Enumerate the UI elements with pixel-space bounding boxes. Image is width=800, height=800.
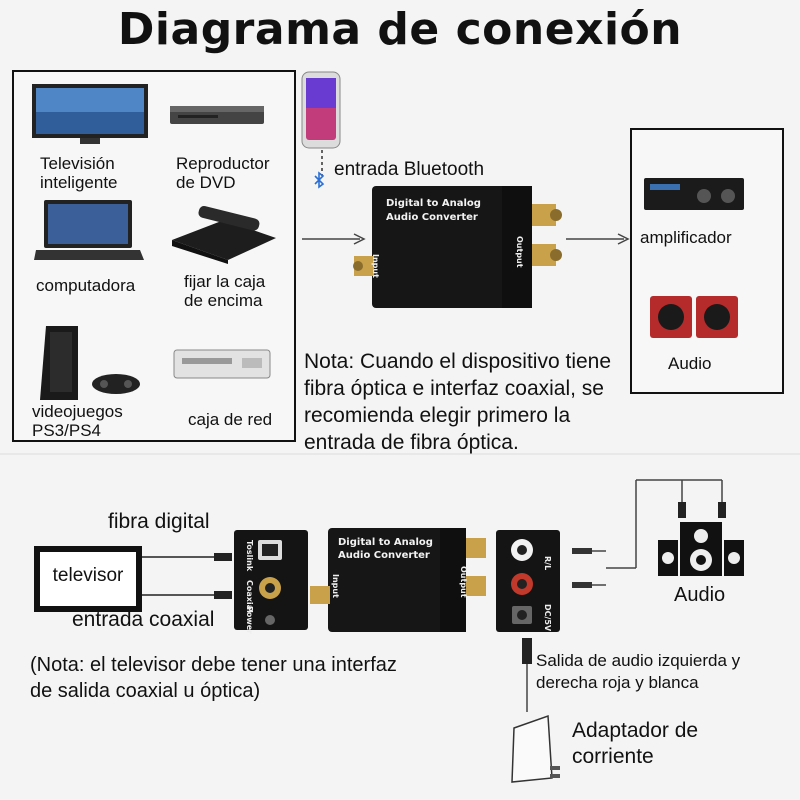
game-console-label: videojuegos PS3/PS4 — [32, 402, 123, 440]
dvd-player-icon — [170, 106, 264, 124]
rca-cables — [572, 479, 726, 588]
output-arrow — [566, 233, 630, 245]
converter-input-label: Input — [371, 254, 380, 278]
output-devices-panel — [630, 128, 784, 394]
converter-output-panel — [496, 530, 560, 632]
computer-label: computadora — [36, 276, 136, 295]
tv-label: televisor — [52, 565, 124, 586]
rl-label: R/L — [543, 556, 552, 571]
converter-input-panel — [234, 530, 308, 630]
audio-output-label: Audio — [668, 354, 712, 373]
network-box-icon — [173, 349, 271, 379]
converter-title-line1: Digital to Analog — [386, 198, 481, 209]
converter-bottom-title-line1: Digital to Analog — [338, 537, 433, 548]
converter-device-top — [353, 186, 562, 308]
converter-output-label: Output — [515, 236, 524, 268]
smart-tv-label: Televisión inteligente — [40, 154, 118, 192]
dc-label: DC/5V — [543, 604, 552, 632]
smartphone-icon — [301, 71, 341, 149]
converter-device-bottom — [310, 528, 486, 632]
network-box-label: caja de red — [188, 410, 273, 429]
bluetooth-icon — [314, 171, 325, 189]
speaker-system-icon — [658, 522, 744, 576]
converter-bottom-title-line2: Audio Converter — [338, 550, 430, 561]
bottom-audio-label: Audio — [674, 584, 726, 606]
set-top-box-icon — [172, 205, 276, 264]
dvd-player-label: Reproductor de DVD — [176, 154, 270, 192]
converter-title-line2: Audio Converter — [386, 212, 478, 223]
audio-output-note: Salida de audio izquierda y derecha roja… — [536, 651, 741, 692]
bluetooth-input-label: entrada Bluetooth — [334, 159, 485, 180]
optical-cable — [142, 553, 232, 561]
toslink-label: Toslink — [245, 540, 254, 572]
laptop-icon — [34, 200, 144, 260]
speakers-icon — [650, 296, 738, 338]
converter-bottom-input-label: Input — [331, 574, 340, 598]
amplifier-icon — [644, 178, 744, 210]
bluetooth-connector-line — [321, 150, 323, 176]
tv-icon — [34, 546, 142, 612]
page-title: Diagrama de conexión — [117, 4, 683, 55]
game-console-icon — [40, 326, 140, 400]
coaxial-input-label: entrada coaxial — [72, 608, 215, 631]
smart-tv-icon — [32, 84, 148, 144]
amplifier-label: amplificador — [640, 228, 732, 247]
power-adapter-label: Adaptador de corriente — [572, 719, 699, 768]
tv-requirement-note: (Nota: el televisor debe tener una inter… — [30, 654, 397, 702]
set-top-box-label: fijar la caja de encima — [184, 272, 266, 310]
power-label: Power — [245, 606, 254, 635]
coaxial-cable — [142, 591, 232, 599]
converter-bottom-output-label: Output — [459, 566, 468, 598]
power-cable — [522, 638, 532, 712]
input-arrow — [302, 233, 366, 245]
section-divider — [0, 453, 800, 455]
fiber-priority-note: Nota: Cuando el dispositivo tiene fibra … — [304, 350, 612, 454]
fiber-digital-label: fibra digital — [108, 510, 210, 533]
power-adapter-icon — [511, 714, 560, 783]
